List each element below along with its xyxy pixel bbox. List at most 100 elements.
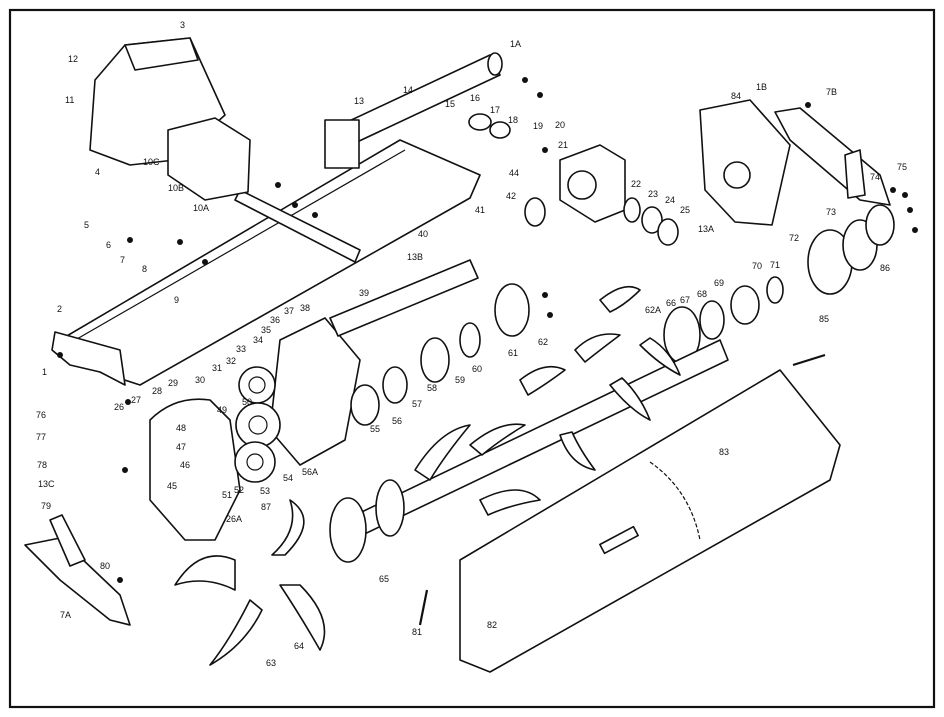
middle-gear xyxy=(235,402,281,448)
part-label-86: 86 xyxy=(880,263,890,273)
part-label-66: 66 xyxy=(666,298,676,308)
part-label-64: 64 xyxy=(294,641,304,651)
part-label-24: 24 xyxy=(665,195,675,205)
part-label-1: 1 xyxy=(42,367,47,377)
part-label-10a: 10A xyxy=(193,203,209,213)
part-label-58: 58 xyxy=(427,383,437,393)
part-label-13c: 13C xyxy=(38,479,55,489)
part-label-42: 42 xyxy=(506,191,516,201)
part-label-21: 21 xyxy=(558,140,568,150)
part-label-79: 79 xyxy=(41,501,51,511)
part-label-28: 28 xyxy=(152,386,162,396)
part-label-56a: 56A xyxy=(302,467,318,477)
skid-arm-left xyxy=(49,514,86,567)
hitch-top xyxy=(124,37,199,71)
part-label-6: 6 xyxy=(106,240,111,250)
part-label-34: 34 xyxy=(253,335,263,345)
part-label-16: 16 xyxy=(470,93,480,103)
part-label-18: 18 xyxy=(508,115,518,125)
part-label-40: 40 xyxy=(418,229,428,239)
part-label-3: 3 xyxy=(180,20,185,30)
part-label-31: 31 xyxy=(212,363,222,373)
part-label-56: 56 xyxy=(392,416,402,426)
side-plate-hole xyxy=(723,161,751,189)
part-label-52: 52 xyxy=(234,485,244,495)
part-label-1a: 1A xyxy=(510,39,521,49)
part-label-10c: 10C xyxy=(143,157,160,167)
tube-end xyxy=(487,52,503,76)
bolt-cover-top xyxy=(792,353,826,367)
part-labels: 11A1B2345677A7B8910A10B10C11121313A13B13… xyxy=(36,20,907,668)
side-drive-plate-36 xyxy=(269,317,361,466)
part-label-82: 82 xyxy=(487,620,497,630)
part-label-12: 12 xyxy=(68,54,78,64)
part-label-26: 26 xyxy=(114,402,124,412)
part-label-2: 2 xyxy=(57,304,62,314)
part-label-87: 87 xyxy=(261,502,271,512)
part-label-22: 22 xyxy=(631,179,641,189)
part-label-53: 53 xyxy=(260,486,270,496)
part-label-7: 7 xyxy=(120,255,125,265)
part-label-54: 54 xyxy=(283,473,293,483)
part-label-20: 20 xyxy=(555,120,565,130)
part-label-70: 70 xyxy=(752,261,762,271)
beam-edge-line xyxy=(69,149,406,344)
part-label-4: 4 xyxy=(95,167,100,177)
part-label-15: 15 xyxy=(445,99,455,109)
part-label-73: 73 xyxy=(826,207,836,217)
part-label-19: 19 xyxy=(533,121,543,131)
part-label-41: 41 xyxy=(475,205,485,215)
bolts xyxy=(57,77,918,583)
part-label-11: 11 xyxy=(65,95,74,105)
part-label-36: 36 xyxy=(270,315,280,325)
part-label-8: 8 xyxy=(142,264,147,274)
gearbox-bearing xyxy=(567,170,597,200)
part-label-63: 63 xyxy=(266,658,276,668)
part-label-7b: 7B xyxy=(826,87,837,97)
part-label-74: 74 xyxy=(870,172,880,182)
part-label-35: 35 xyxy=(261,325,271,335)
part-label-77: 77 xyxy=(36,432,46,442)
right-side-plate xyxy=(699,99,791,226)
part-label-50: 50 xyxy=(242,397,252,407)
part-label-39: 39 xyxy=(359,288,369,298)
part-label-13: 13 xyxy=(354,96,364,106)
part-label-38: 38 xyxy=(300,303,310,313)
part-label-78: 78 xyxy=(37,460,47,470)
part-label-44: 44 xyxy=(509,168,519,178)
rotor-flange-mid xyxy=(375,479,405,537)
part-label-49: 49 xyxy=(217,405,227,415)
part-label-67: 67 xyxy=(680,295,690,305)
depth-skid-right xyxy=(774,107,891,206)
bolt-81 xyxy=(418,589,429,626)
cover-slot xyxy=(599,525,639,555)
part-label-7a: 7A xyxy=(60,610,71,620)
part-label-27: 27 xyxy=(131,395,141,405)
chain xyxy=(649,461,701,541)
side-chain-case xyxy=(149,398,241,541)
part-label-32: 32 xyxy=(226,356,236,366)
part-label-81: 81 xyxy=(412,627,422,637)
part-label-33: 33 xyxy=(236,344,246,354)
part-label-75: 75 xyxy=(897,162,907,172)
part-label-37: 37 xyxy=(284,306,294,316)
part-label-61: 61 xyxy=(508,348,518,358)
part-label-13b: 13B xyxy=(407,252,423,262)
part-label-60: 60 xyxy=(472,364,482,374)
part-label-14: 14 xyxy=(403,85,413,95)
part-label-72: 72 xyxy=(789,233,799,243)
part-label-83: 83 xyxy=(719,447,729,457)
bearing-rings xyxy=(350,113,895,426)
part-label-1b: 1B xyxy=(756,82,767,92)
part-label-29: 29 xyxy=(168,378,178,388)
part-label-71: 71 xyxy=(770,260,780,270)
part-label-85: 85 xyxy=(819,314,829,324)
part-label-76: 76 xyxy=(36,410,46,420)
part-label-80: 80 xyxy=(100,561,110,571)
part-label-84: 84 xyxy=(731,91,741,101)
part-label-26a: 26A xyxy=(226,514,242,524)
part-label-51: 51 xyxy=(222,490,232,500)
part-label-55: 55 xyxy=(370,424,380,434)
